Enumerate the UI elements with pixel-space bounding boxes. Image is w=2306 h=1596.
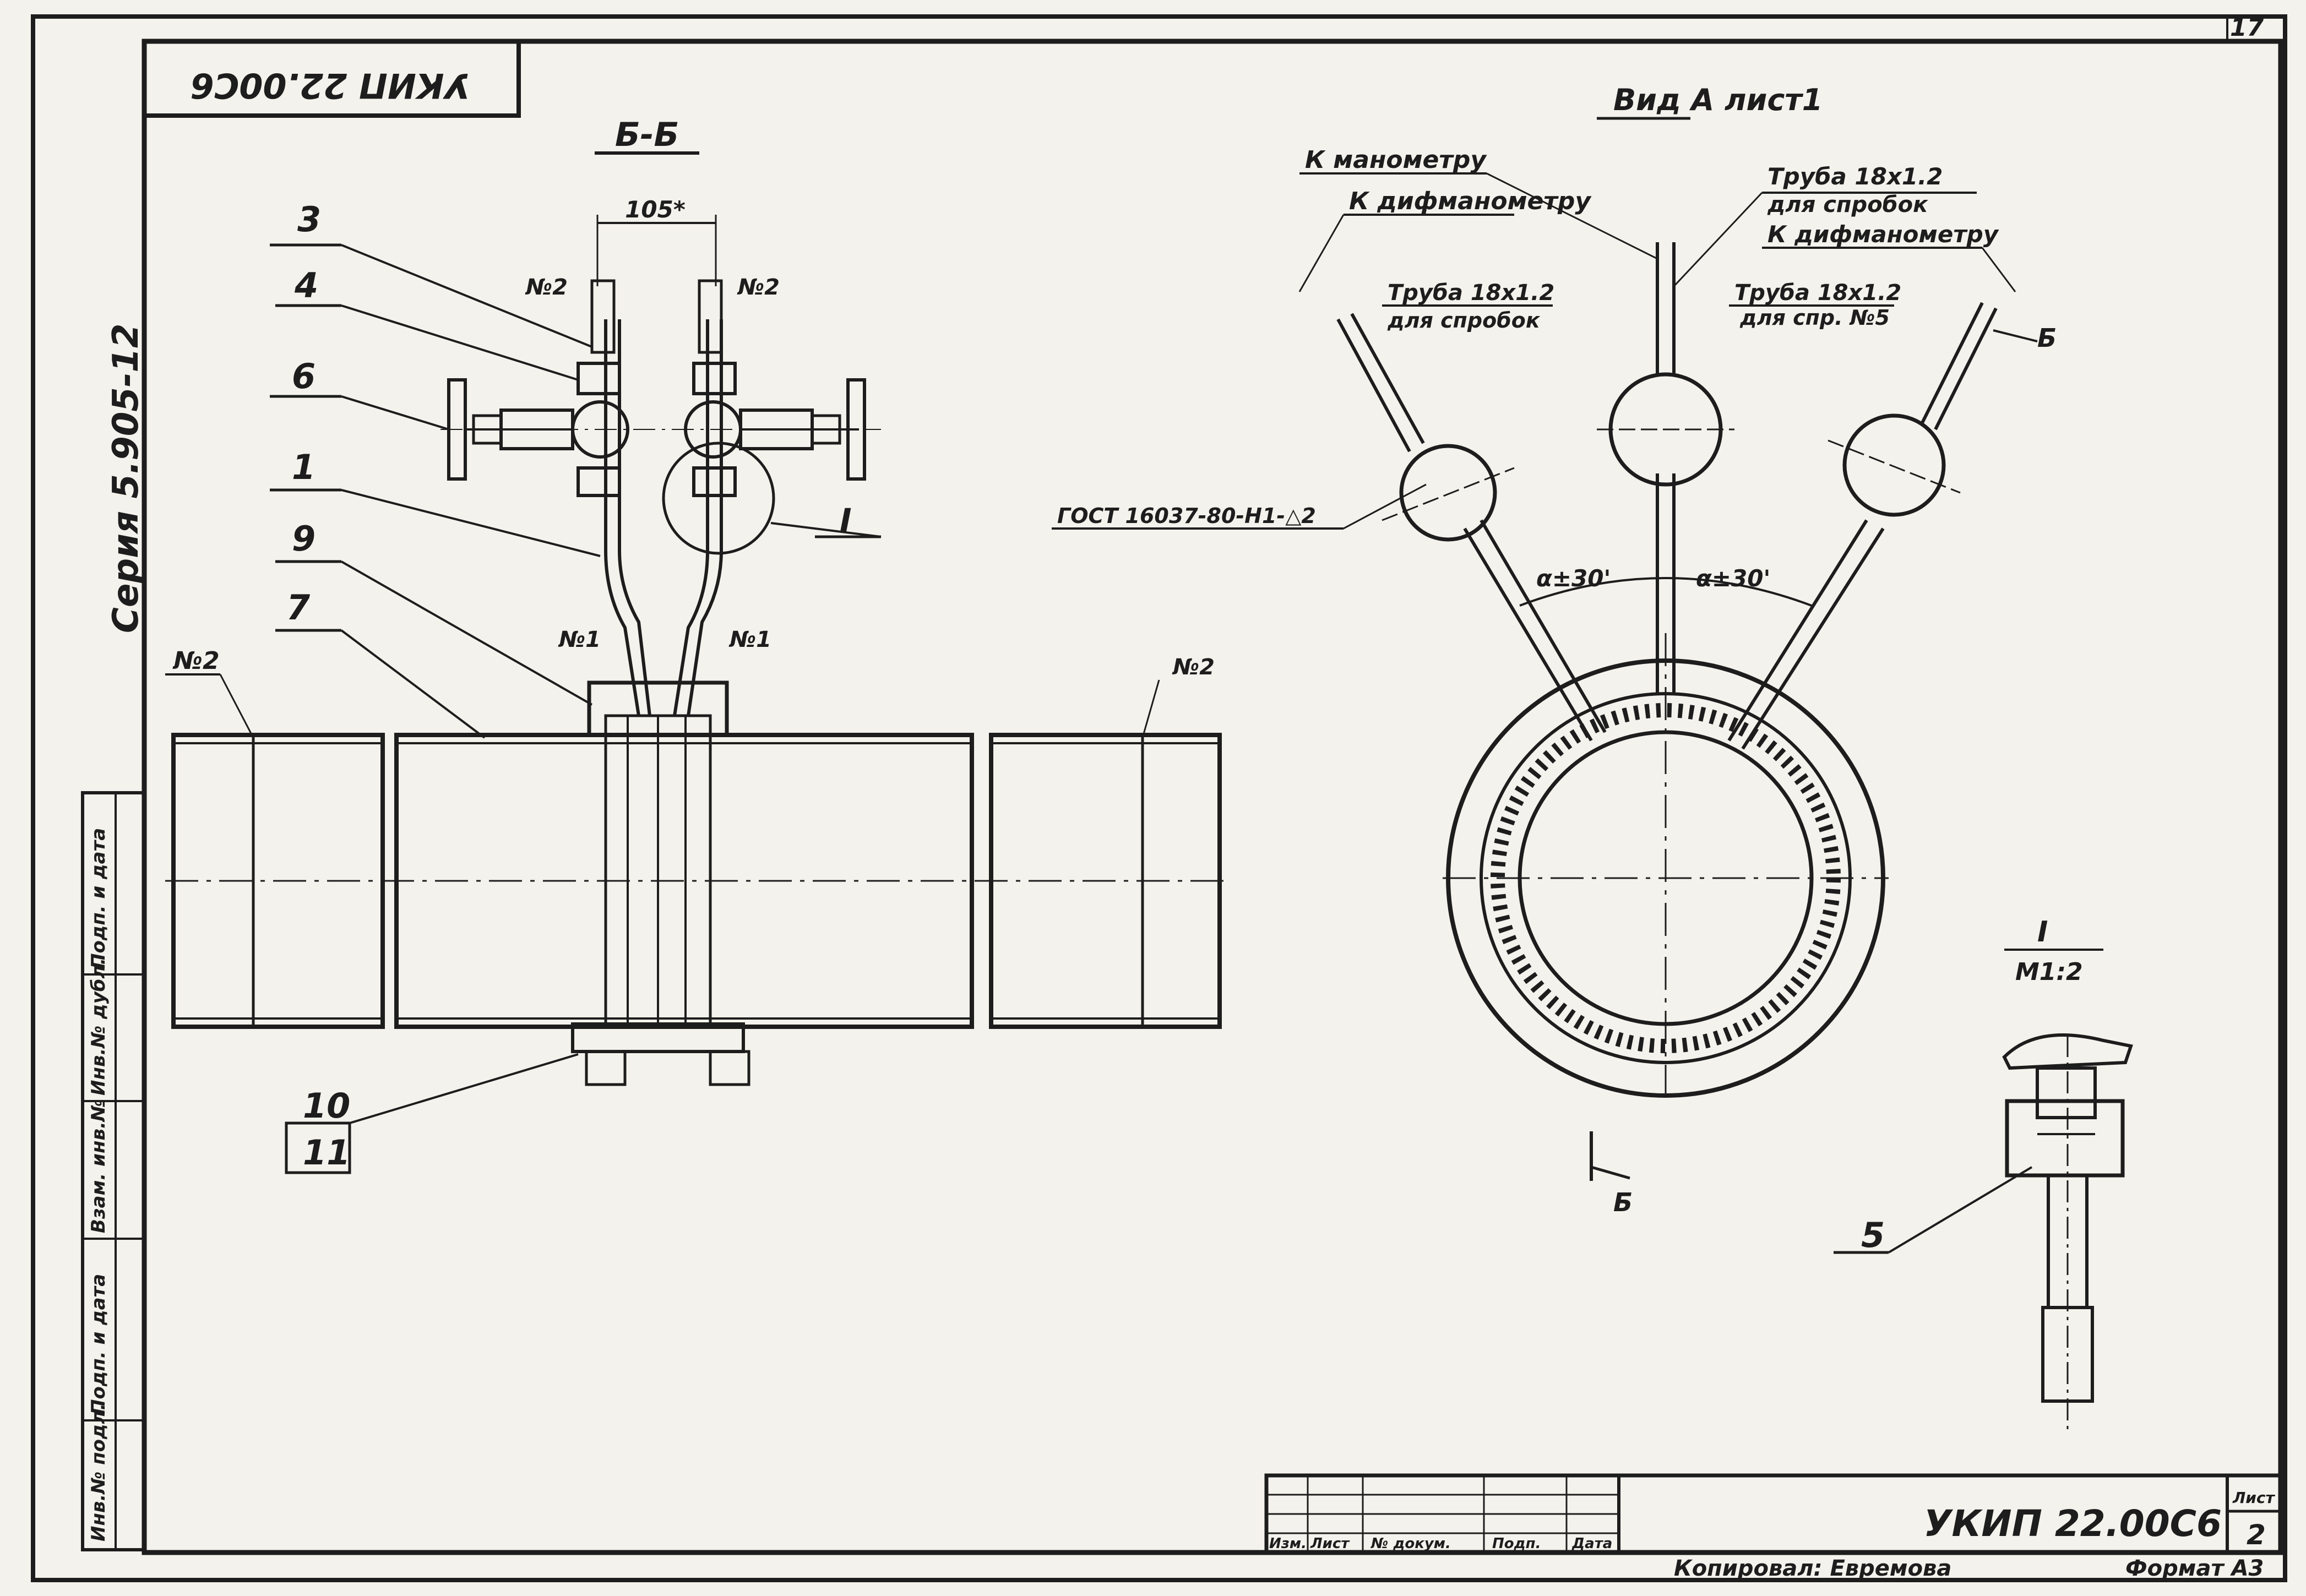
callout-11: 11 <box>303 1132 350 1173</box>
callout-I: I <box>840 502 852 539</box>
title-code: УКИП 22.00С6 <box>1924 1502 2222 1545</box>
mark-n1-left: №1 <box>558 627 601 652</box>
angle-right: α±30' <box>1696 565 1770 592</box>
mark-n2-top-left: №2 <box>525 275 568 300</box>
radial-tubes <box>1463 473 1885 750</box>
view-title: Вид А лист1 <box>1613 83 1823 117</box>
detail-scale: М1:2 <box>2015 958 2083 986</box>
detail-callout: 5 <box>1861 1215 1885 1255</box>
outer-frame <box>31 14 2287 1582</box>
side-stamp-table: Инв.№ подл. Подп. и дата Взам. инв.№ Инв… <box>81 791 146 1551</box>
label-tube-center: Труба 18х1.2 <box>1767 163 1943 190</box>
mark-n2-left: №2 <box>172 647 220 675</box>
side-stamp-cell-4: Инв.№ дубл. <box>88 958 110 1096</box>
callout-9: 9 <box>292 519 316 559</box>
side-stamp-cell-1: Инв.№ подл. <box>88 1403 110 1541</box>
callout-3: 3 <box>297 199 321 239</box>
mark-n2-right: №2 <box>1172 655 1215 680</box>
valve-circles <box>1382 372 1961 542</box>
label-to-manometer: К манометру <box>1305 146 1487 174</box>
angle-left: α±30' <box>1536 565 1611 592</box>
detail-I-circle <box>662 442 775 555</box>
callout-7: 7 <box>286 587 311 628</box>
callout-10: 10 <box>303 1086 350 1126</box>
angle-arc <box>1519 577 1812 607</box>
callout-1: 1 <box>292 447 316 487</box>
title-copied: Копировал: Евремова <box>1674 1556 1951 1581</box>
view-a: Вид А лист1 <box>1052 83 2057 1217</box>
bottom-callout: 10 11 <box>285 1053 579 1174</box>
mark-b-bottom: Б <box>1613 1188 1633 1217</box>
impulse-tubes <box>590 279 723 716</box>
title-sheet-num: 2 <box>2247 1519 2266 1551</box>
weld-note: ГОСТ 16037-80-Н1-△2 <box>1057 504 1316 528</box>
label-tube-right-sub: для спр. №5 <box>1739 306 1890 330</box>
main-pipe <box>165 733 1228 1029</box>
title-row-header-3: № докум. <box>1370 1535 1451 1552</box>
section-bb: Б-Б 105* <box>165 116 1228 1174</box>
code-stamp: УКИП 22.00С6 <box>142 39 521 118</box>
boss-fitting <box>571 680 750 1086</box>
code-stamp-text: УКИП 22.00С6 <box>191 66 471 106</box>
section-title: Б-Б <box>615 116 679 154</box>
label-tube-left-sub: для спробок <box>1387 308 1541 333</box>
title-block: Изм. Лист № докум. Подп. Дата УКИП 22.00… <box>1264 1473 2283 1581</box>
corner-number: 17 <box>2230 14 2264 42</box>
side-stamp-cell-2: Подп. и дата <box>88 1274 110 1415</box>
side-stamp-cell-5: Подп. и дата <box>88 828 110 969</box>
inner-frame <box>142 39 2283 1555</box>
callout-4: 4 <box>294 265 318 306</box>
mark-n2-top-right: №2 <box>737 275 780 300</box>
title-sheet-label: Лист <box>2232 1489 2275 1507</box>
label-to-thermometer: К дифманометру <box>1349 187 1592 215</box>
title-row-header-4: Подп. <box>1492 1535 1541 1552</box>
mark-b-right: Б <box>2037 323 2057 353</box>
label-tube-right: Труба 18х1.2 <box>1734 280 1901 306</box>
left-callouts: 3 4 6 1 9 7 <box>270 199 601 739</box>
label-tube-left: Труба 18х1.2 <box>1388 280 1554 306</box>
detail-I: I М1:2 5 <box>1834 916 2133 1431</box>
label-tube-center-sub: для спробок <box>1767 192 1928 217</box>
dim-105: 105* <box>625 196 686 223</box>
series-label: Серия 5.905-12 <box>106 324 146 633</box>
title-row-header-2: Лист <box>1310 1535 1350 1552</box>
title-format: Формат А3 <box>2125 1556 2264 1581</box>
side-stamp-cell-3: Взам. инв.№ <box>88 1099 110 1233</box>
label-to-difmanometer-right: К дифманометру <box>1767 221 1999 248</box>
detail-title: I <box>2037 916 2048 949</box>
mark-n1-right: №1 <box>728 627 771 652</box>
title-row-header-5: Дата <box>1571 1535 1612 1552</box>
callout-6: 6 <box>292 356 316 396</box>
title-row-header-1: Изм. <box>1269 1535 1307 1552</box>
